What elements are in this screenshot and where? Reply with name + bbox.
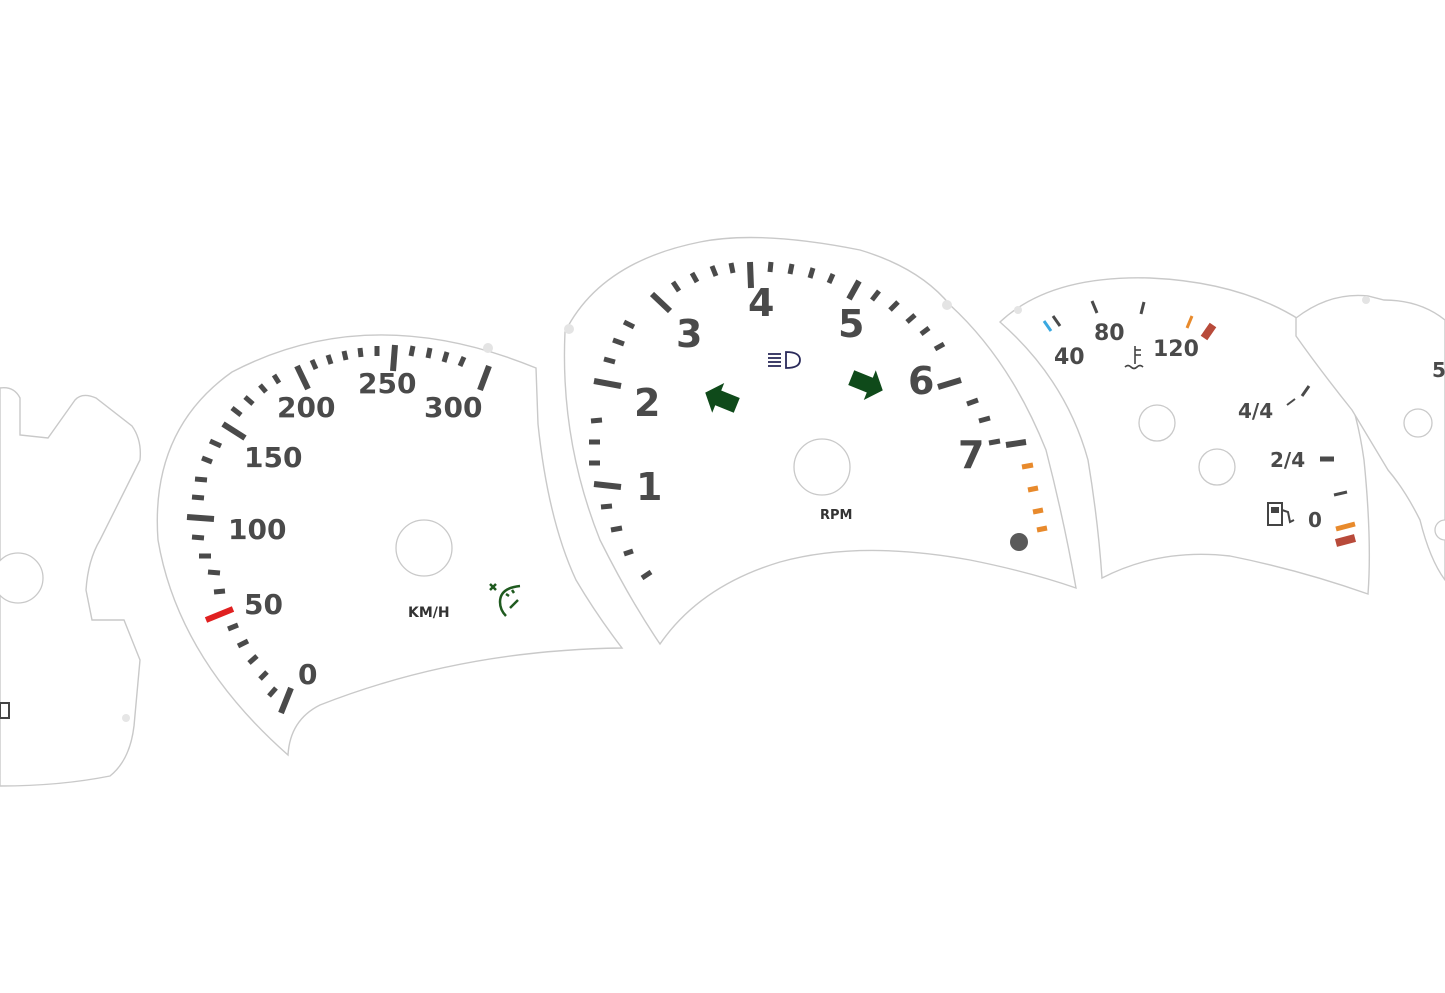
cruise-control-icon bbox=[489, 583, 521, 617]
right-partial-faceplate: 5 bbox=[1295, 294, 1445, 582]
rpm-label-7: 7 bbox=[958, 433, 984, 477]
speed-label-200: 200 bbox=[277, 391, 335, 424]
right-partial-label: 5 bbox=[1432, 358, 1445, 382]
fuel-label-half: 2/4 bbox=[1270, 448, 1305, 472]
tachometer-ticks bbox=[589, 261, 1027, 581]
tachometer-redzone-ticks bbox=[1021, 462, 1048, 533]
speed-label-100: 100 bbox=[228, 513, 286, 546]
rpm-label-3: 3 bbox=[676, 312, 702, 356]
battery-icon bbox=[0, 702, 10, 719]
tachometer-faceplate: 1 2 3 4 5 6 7 RPM bbox=[563, 236, 1077, 646]
rpm-label-1: 1 bbox=[636, 465, 662, 509]
left-partial-faceplate bbox=[0, 387, 142, 787]
right-turn-arrow-icon bbox=[848, 370, 883, 400]
speed-unit: KM/H bbox=[408, 605, 450, 621]
fuel-label-empty: 0 bbox=[1308, 508, 1322, 532]
fuel-ticks bbox=[1286, 385, 1357, 547]
speedometer-ticks bbox=[186, 344, 492, 715]
temp-label-120: 120 bbox=[1153, 337, 1199, 362]
rpm-label-6: 6 bbox=[908, 359, 934, 403]
headlight-icon bbox=[768, 351, 801, 369]
speed-label-250: 250 bbox=[358, 367, 416, 400]
left-turn-arrow-icon bbox=[705, 383, 740, 413]
temp-label-40: 40 bbox=[1054, 345, 1085, 370]
temp-fuel-faceplate: 40 80 120 4/4 2/4 0 bbox=[998, 277, 1371, 595]
speed-label-0: 0 bbox=[298, 658, 317, 691]
rpm-label-4: 4 bbox=[748, 281, 774, 325]
fuel-pump-icon bbox=[1267, 502, 1295, 526]
rpm-label-2: 2 bbox=[634, 381, 660, 425]
fuel-label-full: 4/4 bbox=[1238, 399, 1273, 423]
coolant-temp-icon bbox=[1124, 346, 1144, 370]
speedometer-faceplate: 0 50 100 150 200 250 300 KM/H bbox=[156, 334, 624, 757]
temp-label-80: 80 bbox=[1094, 321, 1125, 346]
speed-label-50: 50 bbox=[244, 588, 283, 621]
rpm-label-5: 5 bbox=[838, 302, 864, 346]
temp-ticks bbox=[1042, 300, 1217, 341]
speed-label-300: 300 bbox=[424, 391, 482, 424]
warning-dot-icon bbox=[1010, 533, 1028, 551]
speed-label-150: 150 bbox=[244, 441, 302, 474]
rpm-unit: RPM bbox=[820, 508, 852, 523]
